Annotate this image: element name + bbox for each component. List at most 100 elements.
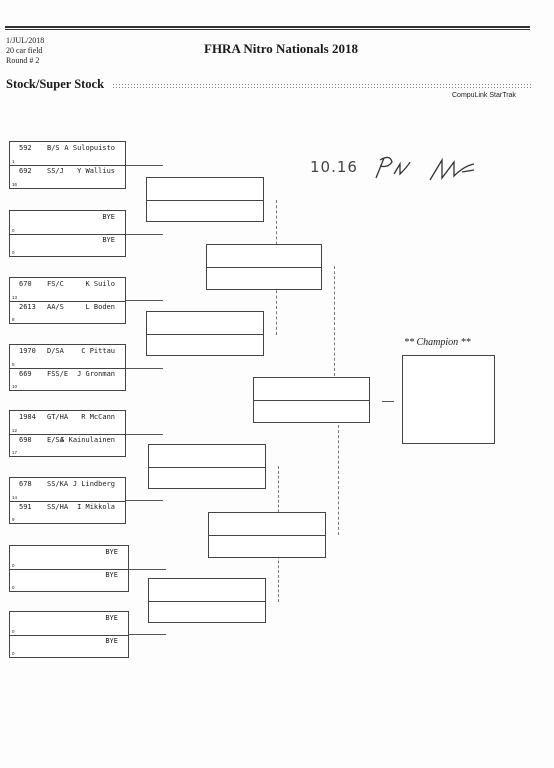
driver-name: J Gronman <box>77 369 115 378</box>
lane-bottom: BYE 0 <box>10 569 128 592</box>
seed-number: 14 <box>12 494 18 500</box>
vendor-label: CompuLink StarTrak <box>452 92 516 99</box>
seed-number: 1 <box>12 159 15 164</box>
seed-number: 8 <box>12 317 15 322</box>
connector-line <box>126 434 163 435</box>
car-class: FSS/E <box>47 369 69 378</box>
seed-number: 0 <box>12 628 15 634</box>
connector-line <box>126 234 163 235</box>
seed-number: 10 <box>12 384 18 389</box>
lane-bottom: 692 SS/J Y Wallius 16 <box>10 165 125 188</box>
round-2-slot-2 <box>146 311 264 356</box>
lane-top: 1970 D/SA C Pittau 5 <box>10 345 125 369</box>
page-title: FHRA Nitro Nationals 2018 <box>204 41 358 56</box>
dashed-connector <box>276 280 277 335</box>
round-number: Round # 2 <box>6 56 40 65</box>
pairing-7: BYE 0 BYE 0 <box>9 545 129 592</box>
car-number: 2613 <box>19 302 36 311</box>
lane-top: 670 FS/C K Suilo 13 <box>10 278 125 302</box>
bye-label: BYE <box>105 614 118 622</box>
car-class: SS/HA <box>47 502 69 511</box>
car-number: 1970 <box>19 347 36 355</box>
seed-number: 9 <box>12 517 15 522</box>
final-slot <box>253 377 370 423</box>
header-top-rule <box>5 26 530 28</box>
dashed-connector <box>338 425 339 535</box>
lane-bottom: 2613 AA/S L Boden 8 <box>10 301 125 324</box>
seed-number: 12 <box>12 427 18 433</box>
pairing-3: 670 FS/C K Suilo 13 2613 AA/S L Boden 8 <box>9 277 126 324</box>
seed-number: 0 <box>12 562 15 568</box>
lane-top: BYE 0 <box>10 211 125 235</box>
seed-number: 0 <box>12 651 15 656</box>
pairing-5: 1984 GT/HA R McCann 12 698 E/SA S Kainul… <box>9 410 126 457</box>
seed-number: 16 <box>12 182 18 187</box>
round-2-slot-1 <box>146 177 264 222</box>
lane-top: 678 SS/KA J Lindberg 14 <box>10 478 125 502</box>
driver-name: J Lindberg <box>72 480 115 488</box>
car-number: 669 <box>19 369 32 378</box>
pairing-6: 678 SS/KA J Lindberg 14 591 SS/HA I Mikk… <box>9 477 126 524</box>
dashed-connector <box>276 200 277 255</box>
car-number: 1984 <box>19 413 36 421</box>
dashed-connector <box>334 266 335 376</box>
event-date: 1/JUL/2018 <box>6 36 45 45</box>
car-number: 678 <box>19 480 32 488</box>
dotted-leader <box>112 83 532 89</box>
round-2-slot-4 <box>148 578 266 623</box>
champion-label: ** Champion ** <box>404 337 471 348</box>
pairing-1: 592 B/S A Sulopuisto 1 692 SS/J Y Walliu… <box>9 141 126 189</box>
connector-line <box>126 300 163 301</box>
driver-name: A Sulopuisto <box>64 144 115 152</box>
car-number: 591 <box>19 502 32 511</box>
seed-number: 13 <box>12 294 18 300</box>
seed-number: 5 <box>12 361 15 367</box>
car-class: B/S <box>47 144 60 152</box>
driver-name: C Pittau <box>81 347 115 355</box>
round-3-slot-1 <box>206 244 322 290</box>
bye-label: BYE <box>105 636 118 645</box>
lane-bottom: 591 SS/HA I Mikkola 9 <box>10 501 125 524</box>
round-2-slot-3 <box>148 444 266 489</box>
lane-top: BYE 0 <box>10 546 128 570</box>
lane-bottom: BYE 0 <box>10 234 125 257</box>
car-class: E/SA <box>47 435 64 444</box>
signature-image <box>375 156 475 181</box>
seed-number: 0 <box>12 585 15 590</box>
dashed-connector <box>278 466 279 522</box>
header-top-rule-thin <box>5 29 530 30</box>
round-3-slot-2 <box>208 512 326 558</box>
driver-name: K Suilo <box>85 280 115 288</box>
car-class: AA/S <box>47 302 64 311</box>
lane-bottom: BYE 0 <box>10 635 128 658</box>
driver-name: I Mikkola <box>77 502 115 511</box>
car-number: 670 <box>19 280 32 288</box>
class-name: Stock/Super Stock <box>6 77 105 91</box>
connector-line <box>126 500 163 501</box>
connector-line <box>129 569 166 570</box>
car-number: 592 <box>19 144 32 152</box>
car-class: SS/KA <box>47 480 69 488</box>
car-class: GT/HA <box>47 413 69 421</box>
seed-number: 17 <box>12 450 18 455</box>
connector-line <box>382 401 394 402</box>
field-size: 20 car field <box>6 46 43 55</box>
dashed-connector <box>278 546 279 602</box>
bye-label: BYE <box>105 570 118 579</box>
champion-box <box>402 355 495 444</box>
driver-name: Y Wallius <box>77 167 115 175</box>
bye-label: BYE <box>105 548 118 556</box>
lane-bottom: 698 E/SA S Kainulainen 17 <box>10 434 125 457</box>
car-class: D/SA <box>47 347 64 355</box>
car-class: FS/C <box>47 280 64 288</box>
driver-name: S Kainulainen <box>60 435 115 444</box>
bye-label: BYE <box>102 213 115 221</box>
driver-name: L Boden <box>85 302 115 311</box>
car-class: SS/J <box>47 167 64 175</box>
handwritten-time: 10.16 <box>310 158 358 176</box>
pairing-2: BYE 0 BYE 0 <box>9 210 126 257</box>
connector-line <box>126 368 163 369</box>
connector-line <box>129 634 166 635</box>
car-number: 692 <box>19 167 32 175</box>
connector-line <box>126 165 163 166</box>
